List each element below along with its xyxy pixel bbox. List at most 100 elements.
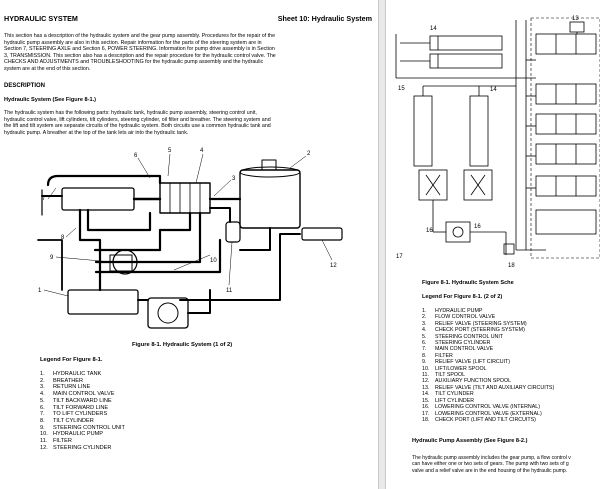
legend-item: 1.HYDRAULIC TANK <box>40 371 102 377</box>
callout-1: 2 <box>307 151 311 157</box>
schematic-external-lowering-valve <box>445 221 471 243</box>
legend-item: 4.MAIN CONTROL VALVE <box>40 391 115 398</box>
legend-item: 7.MAIN CONTROL VALVE <box>422 346 494 353</box>
callout-10: 10 <box>210 258 217 264</box>
legend-item: 2.FLOW CONTROL VALVE <box>422 314 496 321</box>
pump-assembly-paragraph: The hydraulic pump assembly includes the… <box>412 455 571 474</box>
callout-6: 6 <box>134 153 138 159</box>
legend-list: 1.HYDRAULIC TANK 2.BREATHER 3.RETURN LIN… <box>40 371 125 451</box>
tilt-cylinder-lower <box>67 289 139 315</box>
legend-item: 4.CHECK PORT (STEERING SYSTEM) <box>422 327 525 334</box>
hydraulic-system-illustration: 2 4 3 5 6 7 8 9 10 11 12 1 <box>37 148 343 329</box>
schematic-legend-title: Legend For Figure 8-1. (2 of 2) <box>422 294 503 300</box>
sheet-title: Sheet 10: Hydraulic System <box>277 14 372 23</box>
legend-item: 5.STEERING CONTROL UNIT <box>422 333 504 340</box>
intro-line: CHECKS AND ADJUSTMENTS and TROUBLESHOOTI… <box>4 59 264 66</box>
legend-item: 6.STEERING CYLINDER <box>422 340 491 347</box>
schematic-callout-13: 13 <box>572 16 579 22</box>
steering-control-unit <box>112 249 138 275</box>
legend-item: 10.LIFT/LOWER SPOOL <box>422 365 487 372</box>
legend-item: 14.TILT CYLINDER <box>422 391 474 398</box>
callout-12: 12 <box>330 263 337 269</box>
intro-line: system are at the end of this section. <box>4 65 91 72</box>
intro-line: 3, TRANSMISSION. This section also has a… <box>4 52 276 59</box>
intro-line: Section 7, STEERING AXLE and Section 6, … <box>4 46 275 53</box>
schematic-lift-cylinder <box>413 95 433 167</box>
tank-top <box>239 166 301 178</box>
filter <box>225 221 241 243</box>
pump-assembly-heading: Hydraulic Pump Assembly (See Figure 8-2.… <box>412 438 528 444</box>
legend-item: 10.HYDRAULIC PUMP <box>40 431 104 438</box>
schematic-callout-18: 18 <box>508 263 515 269</box>
valve-boundary <box>530 17 600 259</box>
schematic-check-port <box>503 243 515 255</box>
desc-line: hydraulic control valve, lift cylinders,… <box>4 116 271 123</box>
callout-11: 11 <box>226 288 233 294</box>
legend-title: Legend For Figure 8-1. <box>40 357 103 363</box>
schematic-callout-15: 15 <box>398 86 405 92</box>
schematic-spool <box>535 83 597 105</box>
schematic-callout-14b: 14 <box>490 87 497 93</box>
schematic-lift-cylinder <box>469 95 489 167</box>
legend-item: 7.TO LIFT CYLINDERS <box>40 411 108 418</box>
legend-item: 5.TILT BACKWARD LINE <box>40 397 112 404</box>
schematic-spool <box>535 33 597 55</box>
legend-item: 9.STEERING CONTROL UNIT <box>40 424 125 431</box>
callout-9: 9 <box>50 255 54 261</box>
schematic-callout-14: 14 <box>430 26 437 32</box>
legend-item: 3.RELIEF VALVE (STEERING SYSTEM) <box>422 320 527 327</box>
main-control-valve <box>159 182 211 214</box>
callout-7: 7 <box>42 196 46 202</box>
intro-paragraph: This section has a description of the hy… <box>4 33 376 73</box>
tilt-cylinder-upper <box>61 187 135 211</box>
schematic-spool <box>535 143 597 165</box>
schematic-callout-17: 17 <box>396 254 403 260</box>
schematic-tilt-cylinder <box>429 53 503 69</box>
legend-item: 16.LOWERING CONTROL VALVE (INTERNAL) <box>422 404 540 411</box>
page-gutter <box>378 0 386 489</box>
callout-3: 3 <box>232 176 236 182</box>
desc-line: The hydraulic system has the following p… <box>4 110 257 116</box>
schematic-tilt-cylinder <box>429 35 503 51</box>
figure-caption: Figure 8-1. Hydraulic System (1 of 2) <box>132 342 233 348</box>
legend-item: 6.TILT FORWARD LINE <box>40 404 109 411</box>
legend-item: 9.RELIEF VALVE (LIFT CIRCUIT) <box>422 359 511 366</box>
section-title: HYDRAULIC SYSTEM <box>4 14 78 23</box>
schematic-legend-list: 1.HYDRAULIC PUMP 2.FLOW CONTROL VALVE 3.… <box>422 308 554 423</box>
breather <box>261 159 277 171</box>
legend-item: 12.STEERING CYLINDER <box>40 444 112 451</box>
intro-line: This section has a description of the hy… <box>4 33 276 39</box>
callout-5: 5 <box>168 148 172 154</box>
legend-item: 11.TILT SPOOL <box>422 372 466 379</box>
callout-8: 8 <box>61 235 65 241</box>
schematic-spool <box>535 113 597 135</box>
schematic-callout-16: 16 <box>426 228 433 234</box>
legend-item: 18.CHECK PORT (LIFT AND TILT CIRCUITS) <box>422 416 536 423</box>
legend-item: 11.FILTER <box>40 438 72 445</box>
legend-item: 3.RETURN LINE <box>40 384 91 391</box>
pump-line: The hydraulic pump assembly includes the… <box>412 455 571 461</box>
schematic-spool <box>535 175 597 197</box>
schematic-lowering-valve <box>463 169 493 201</box>
right-page: 14 13 15 14 16 16 17 18 Figure 8-1. Hydr… <box>386 0 600 489</box>
schematic-relief-valve <box>569 21 585 33</box>
intro-line: hydraulic pump assembly are also in this… <box>4 39 262 46</box>
pump-line: can have either one or two sets of gears… <box>412 461 569 468</box>
hydraulic-schematic: 14 13 15 14 16 16 17 18 <box>395 16 600 269</box>
hydraulic-tank <box>239 169 301 229</box>
desc-line: hydraulic pump. A breather at the top of… <box>4 129 189 136</box>
legend-item: 2.BREATHER <box>40 377 84 384</box>
legend-item: 17.LOWERING CONTROL VALVE (EXTERNAL) <box>422 410 542 417</box>
schematic-callout-16b: 16 <box>474 224 481 230</box>
description-heading: DESCRIPTION <box>4 83 46 89</box>
figure-ref-heading: Hydraulic System (See Figure 8-1.) <box>4 97 97 103</box>
legend-item: 1.HYDRAULIC PUMP <box>422 308 483 314</box>
callout-2: 1 <box>38 288 42 294</box>
schematic-spool <box>535 209 597 235</box>
legend-item: 8.FILTER <box>422 352 453 359</box>
left-page: HYDRAULIC SYSTEM Sheet 10: Hydraulic Sys… <box>4 14 376 451</box>
legend-item: 12.AUXILIARY FUNCTION SPOOL <box>422 378 512 385</box>
steering-cylinder <box>301 227 343 241</box>
desc-line: the lift and tilt system are separate ci… <box>4 123 271 130</box>
legend-item: 13.RELIEF VALVE (TILT AND AUXILIARY CIRC… <box>422 384 555 391</box>
